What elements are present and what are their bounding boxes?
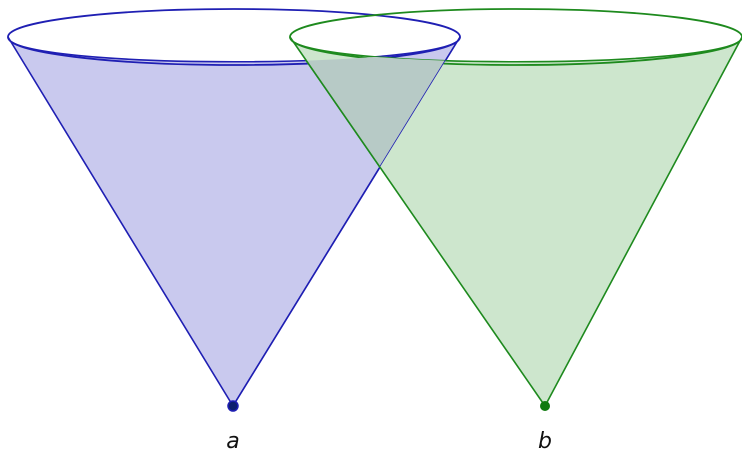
vertex-b-label: b [538,429,552,452]
cone-b-rim [289,8,742,66]
vertex-a-point [227,400,239,412]
vertex-a-label: a [226,429,239,452]
cone-a-rim [7,8,461,66]
vertex-b-point [540,401,550,411]
